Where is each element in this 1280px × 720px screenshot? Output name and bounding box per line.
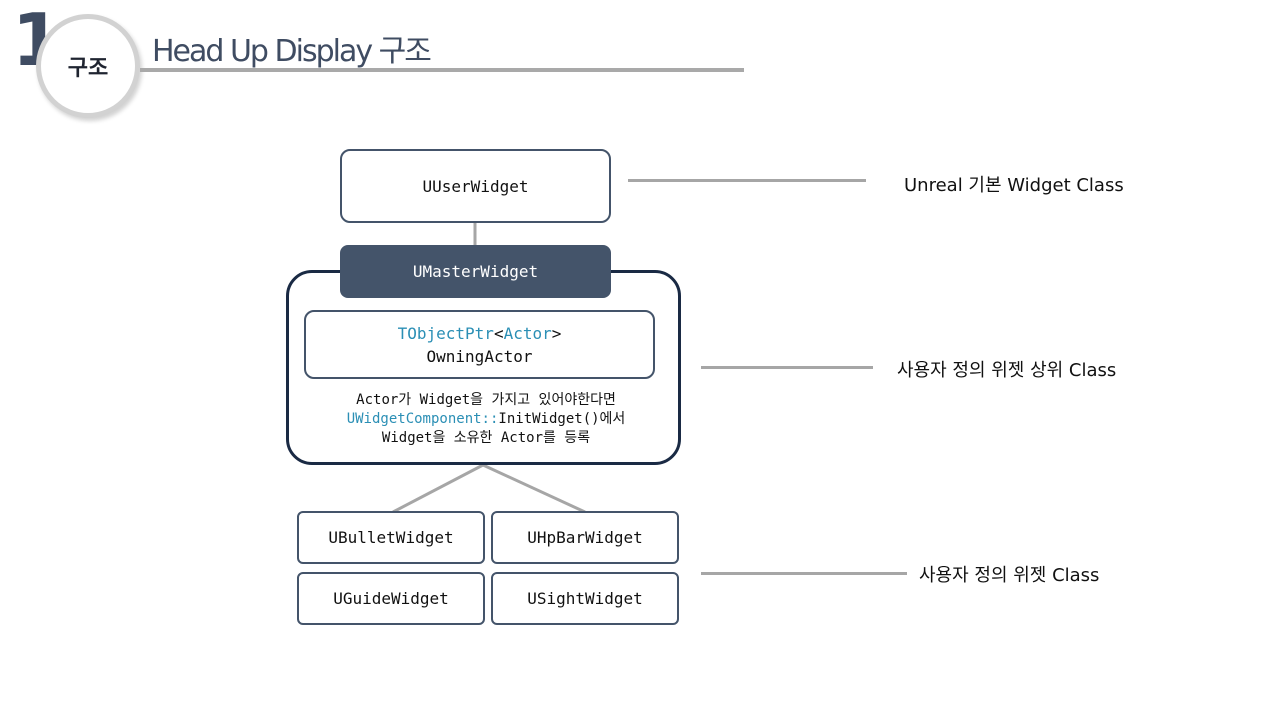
- member-type-lt: <: [493, 323, 504, 343]
- umasterwidget-label: UMasterWidget: [412, 262, 539, 281]
- parent-class-label: 사용자 정의 위젯 상위 Class: [897, 360, 1117, 381]
- parent-class-pointer: [701, 366, 873, 369]
- member-type-gt: >: [551, 323, 562, 343]
- page-title: Head Up Display 구조: [152, 34, 432, 69]
- member-type-arg: Actor: [503, 323, 552, 343]
- ubulletwidget-box: UBulletWidget: [297, 511, 485, 564]
- custom-class-pointer: [701, 572, 907, 575]
- umasterwidget-header: UMasterWidget: [340, 245, 611, 298]
- note-line-2-rest: InitWidget()에서: [498, 411, 626, 427]
- member-type: TObjectPtr<Actor>: [398, 322, 562, 345]
- title-underline: [140, 68, 744, 72]
- member-type-prefix: TObjectPtr: [397, 323, 494, 343]
- uuserwidget-label: UUserWidget: [422, 176, 529, 196]
- owning-actor-member-box: TObjectPtr<Actor> OwningActor: [304, 310, 655, 379]
- base-class-label: Unreal 기본 Widget Class: [904, 175, 1124, 196]
- member-name: OwningActor: [426, 346, 533, 366]
- owning-actor-note: Actor가 Widget을 가지고 있어야한다면 UWidgetCompone…: [300, 391, 672, 448]
- uuserwidget-box: UUserWidget: [340, 149, 611, 223]
- usightwidget-label: USightWidget: [527, 589, 643, 608]
- section-badge: 구조: [36, 14, 140, 118]
- uhpbarwidget-label: UHpBarWidget: [527, 528, 643, 547]
- connector-master-left: [392, 463, 484, 514]
- note-line-2: UWidgetComponent::InitWidget()에서: [300, 410, 672, 429]
- usightwidget-box: USightWidget: [491, 572, 679, 625]
- uguidewidget-box: UGuideWidget: [297, 572, 485, 625]
- base-class-pointer: [628, 179, 866, 182]
- note-line-1: Actor가 Widget을 가지고 있어야한다면: [356, 392, 616, 408]
- note-line-3: Widget을 소유한 Actor를 등록: [381, 430, 591, 446]
- note-line-2-keyword: UWidgetComponent::: [346, 411, 499, 427]
- ubulletwidget-label: UBulletWidget: [328, 528, 454, 547]
- custom-class-label: 사용자 정의 위젯 Class: [919, 565, 1100, 586]
- section-label: 구조: [67, 56, 109, 81]
- uguidewidget-label: UGuideWidget: [333, 589, 449, 608]
- connector-master-right: [482, 463, 586, 514]
- uhpbarwidget-box: UHpBarWidget: [491, 511, 679, 564]
